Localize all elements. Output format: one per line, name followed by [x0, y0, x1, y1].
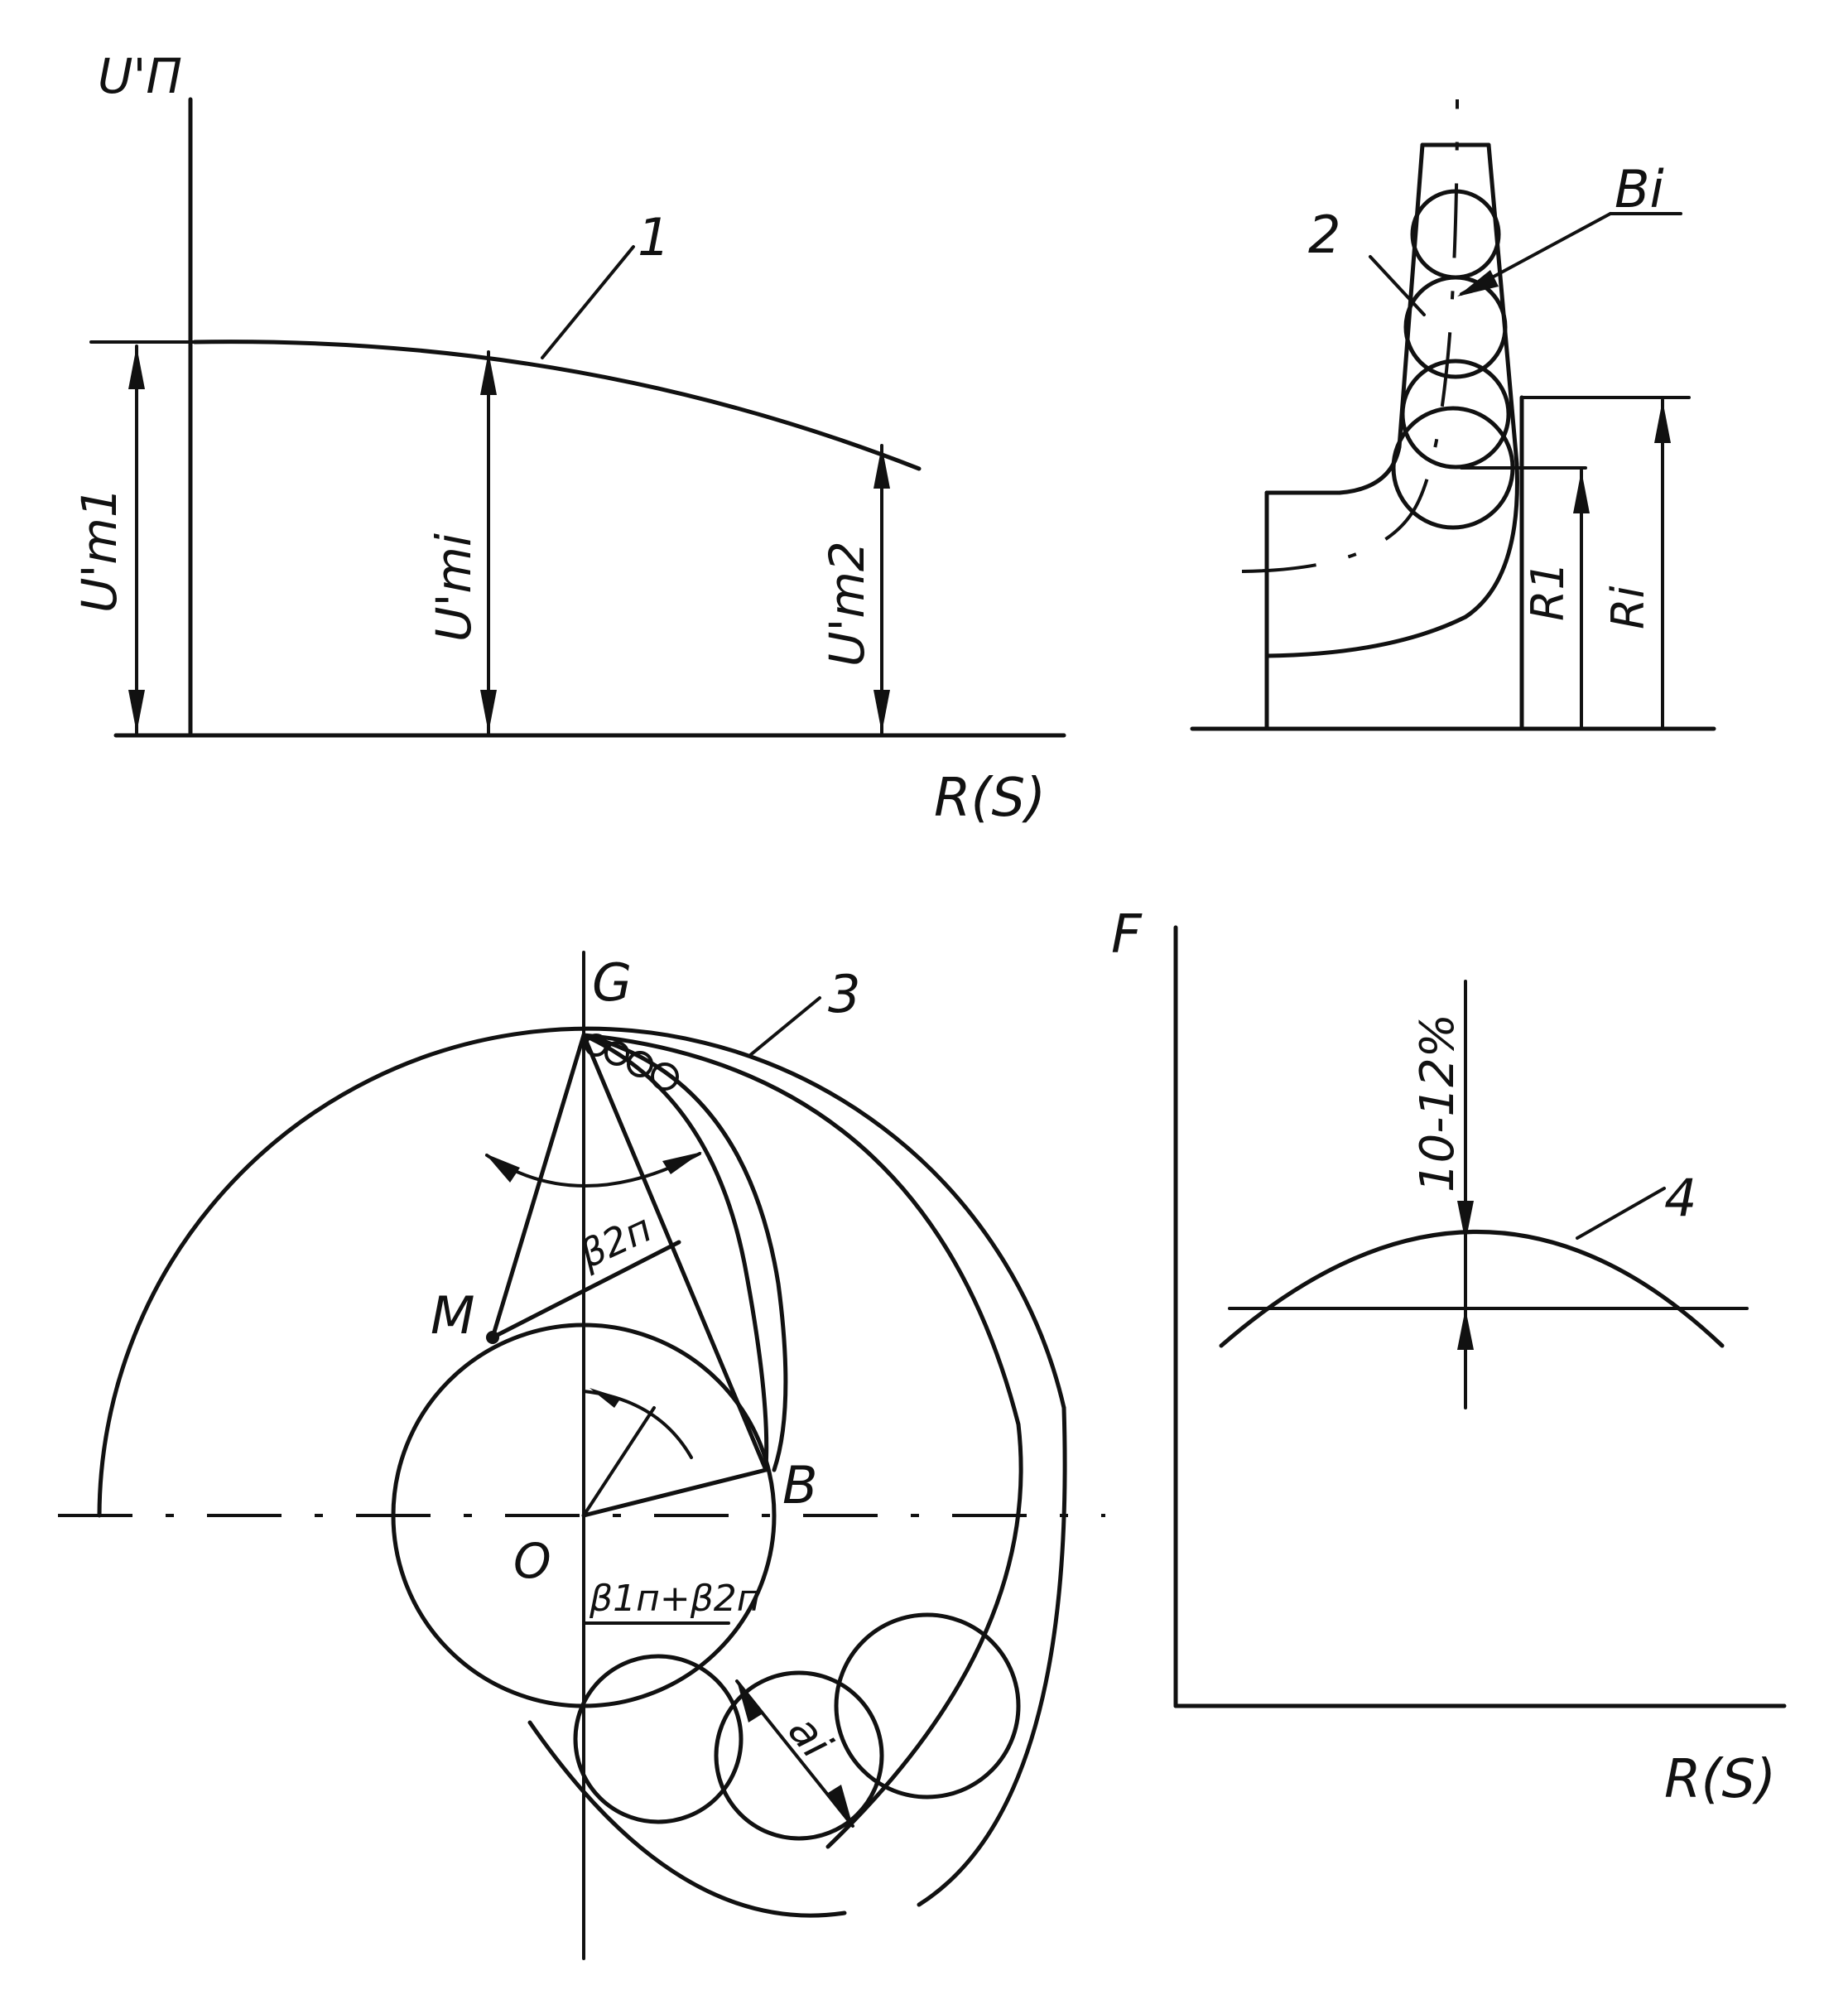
arrow-head [828, 1785, 853, 1826]
arrow-head [737, 1681, 762, 1722]
arrow-head [1654, 400, 1671, 443]
section-label-bi: Bi [1615, 159, 1664, 219]
arrow-head [128, 690, 145, 733]
angle-ray [582, 1406, 656, 1517]
arrow-head [873, 690, 890, 733]
inner-tail [527, 1720, 847, 1918]
line-gm [490, 1033, 586, 1340]
x-axis-label: R(S) [1664, 1749, 1776, 1810]
hub-contour [1337, 142, 1425, 495]
diameter-label-ai: ai [778, 1707, 841, 1768]
arrow-head [128, 346, 145, 389]
center-line [1241, 99, 1459, 573]
angle-arc-hub [582, 1390, 693, 1459]
inscribed-circle [1400, 359, 1511, 470]
small-circle [604, 1041, 629, 1066]
throat-circle [834, 1612, 1021, 1800]
panel-area-plot: F R(S) 4 10-12% [1111, 904, 1787, 1810]
arrow-head [1457, 1308, 1474, 1350]
outer-contour [97, 1026, 1066, 1518]
line-gb [581, 1033, 768, 1472]
panel-blade-construction: G M B O 3 β2п β1п+β2п ai [58, 951, 1105, 1960]
arrow-head [662, 1152, 702, 1174]
leader-3 [748, 996, 821, 1058]
blade-inner [581, 1033, 769, 1470]
leader-1 [541, 245, 635, 359]
leader-4 [1576, 1187, 1666, 1240]
point-label-g: G [592, 952, 632, 1013]
shroud-contour [1264, 142, 1519, 658]
curve-4 [1219, 1230, 1725, 1348]
curve-number-3: 3 [828, 964, 860, 1024]
arrow-head [480, 352, 497, 395]
leader-2 [1369, 255, 1426, 316]
small-circle [627, 1051, 653, 1077]
point-m [486, 1331, 499, 1344]
point-label-o: O [513, 1533, 551, 1589]
point-label-m: M [431, 1285, 475, 1346]
curve-number-1: 1 [638, 207, 670, 267]
blade-outer [581, 1033, 788, 1472]
dim-label-ri: Ri [1602, 585, 1654, 629]
point-label-b: B [782, 1455, 818, 1515]
tolerance-label: 10-12% [1411, 1014, 1465, 1192]
arrow-head [1457, 270, 1499, 296]
dim-label-um2: U'm2 [819, 541, 875, 667]
arrow-head [1573, 470, 1590, 513]
outer-contour-tail [917, 1405, 1067, 1907]
x-axis-label: R(S) [934, 768, 1046, 829]
inscribed-circle [1403, 275, 1508, 379]
line-ob [581, 1467, 768, 1518]
arrow-head [1457, 1201, 1474, 1242]
curve-number-2: 2 [1308, 205, 1340, 265]
dim-label-um1: U'm1 [71, 487, 128, 613]
curve-3 [581, 1033, 1023, 1849]
y-axis-label: F [1111, 904, 1143, 966]
panel-velocity-plot: U'П R(S) 1 U'm1 U'mi U'm2 [71, 48, 1066, 829]
throat-circle [573, 1654, 744, 1824]
panel-meridional-section: Bi 2 R1 Ri [1190, 99, 1716, 731]
curve-number-4: 4 [1664, 1168, 1696, 1228]
arrow-head [485, 1154, 520, 1183]
angle-label-b1b2: β1п+β2п [589, 1578, 761, 1620]
throat-circle [714, 1670, 884, 1841]
dim-label-r1: R1 [1522, 561, 1574, 621]
y-axis-label: U'П [98, 48, 182, 104]
angle-arc-top [485, 1152, 701, 1188]
line-mk [490, 1240, 681, 1340]
arrow-head [480, 690, 497, 733]
arrow-head [873, 446, 890, 489]
dim-label-umi: U'mi [426, 533, 482, 642]
dim-line-ai [735, 1679, 854, 1828]
arrow-head [590, 1388, 621, 1408]
small-circle [651, 1062, 679, 1091]
curve-1 [192, 340, 922, 471]
